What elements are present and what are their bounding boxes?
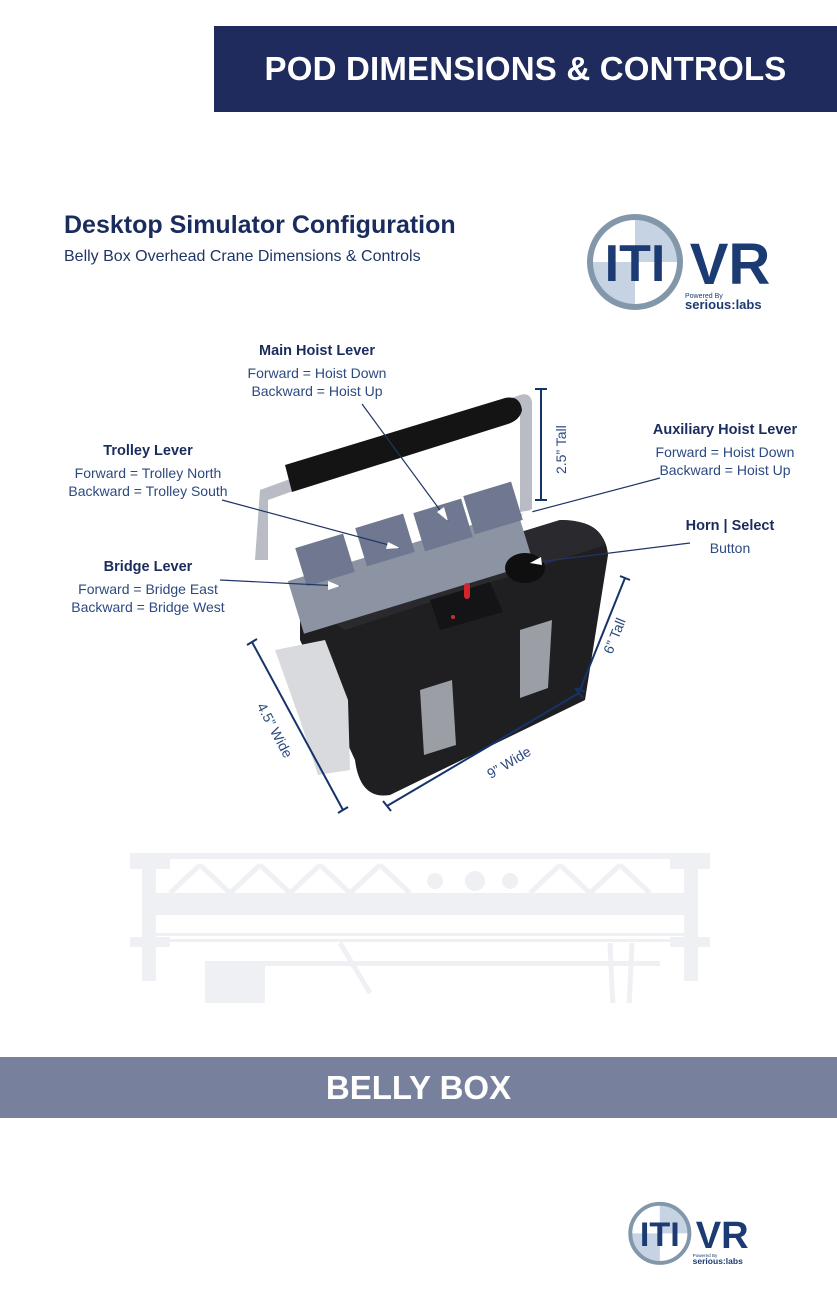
bridge-label: Bridge Lever Forward = Bridge East Backw…	[58, 559, 238, 616]
main-hoist-backward: Backward = Hoist Up	[251, 383, 383, 399]
svg-text:VR: VR	[696, 1215, 749, 1257]
main-hoist-title: Main Hoist Lever	[258, 343, 376, 359]
bridge-forward: Forward = Bridge East	[78, 581, 218, 597]
bridge-backward: Backward = Bridge West	[71, 599, 225, 615]
banner-title: POD DIMENSIONS & CONTROLS	[264, 50, 787, 87]
page-title: Desktop Simulator Configuration	[64, 211, 456, 239]
svg-text:ITI: ITI	[605, 235, 666, 293]
logo-emblem-icon: ITI VR Powered By serious:labs	[587, 214, 771, 312]
footer-title: BELLY BOX	[325, 1068, 512, 1106]
itivr-logo-footer: ITI VR Powered By serious:labs	[627, 1200, 755, 1268]
belly-box-illustration	[0, 330, 837, 830]
bridge-title: Bridge Lever	[103, 559, 193, 575]
main-hoist-forward: Forward = Hoist Down	[247, 365, 387, 381]
aux-hoist-label: Auxiliary Hoist Lever Forward = Hoist Do…	[640, 422, 810, 479]
aux-hoist-backward: Backward = Hoist Up	[659, 462, 791, 478]
horn-label: Horn | Select Button	[670, 518, 790, 557]
svg-text:serious:labs: serious:labs	[693, 1256, 743, 1266]
bottom-banner: BELLY BOX	[0, 1057, 837, 1118]
svg-text:serious:labs: serious:labs	[685, 297, 762, 312]
horn-subtitle: Button	[709, 540, 751, 556]
horn-title: Horn | Select	[685, 518, 775, 534]
trolley-forward: Forward = Trolley North	[74, 465, 222, 481]
aux-hoist-forward: Forward = Hoist Down	[655, 444, 795, 460]
trolley-backward: Backward = Trolley South	[68, 483, 228, 499]
svg-text:Powered By: Powered By	[693, 1253, 718, 1258]
dim-handle-height: 2.5” Tall	[553, 425, 569, 474]
logo-emblem-icon: ITI VR Powered By serious:labs	[628, 1201, 749, 1266]
main-hoist-label: Main Hoist Lever Forward = Hoist Down Ba…	[232, 343, 402, 400]
svg-text:Powered By: Powered By	[685, 293, 723, 300]
page-subtitle: Belly Box Overhead Crane Dimensions & Co…	[64, 248, 421, 265]
top-banner: POD DIMENSIONS & CONTROLS	[214, 26, 837, 112]
overhead-crane-icon	[130, 853, 710, 1029]
crane-watermark	[130, 853, 710, 1029]
itivr-logo: ITI VR Powered By serious:labs	[585, 212, 780, 314]
aux-hoist-title: Auxiliary Hoist Lever	[652, 422, 798, 438]
trolley-label: Trolley Lever Forward = Trolley North Ba…	[58, 443, 238, 500]
svg-text:ITI: ITI	[640, 1216, 680, 1254]
trolley-title: Trolley Lever	[103, 443, 193, 459]
svg-text:VR: VR	[690, 232, 771, 297]
